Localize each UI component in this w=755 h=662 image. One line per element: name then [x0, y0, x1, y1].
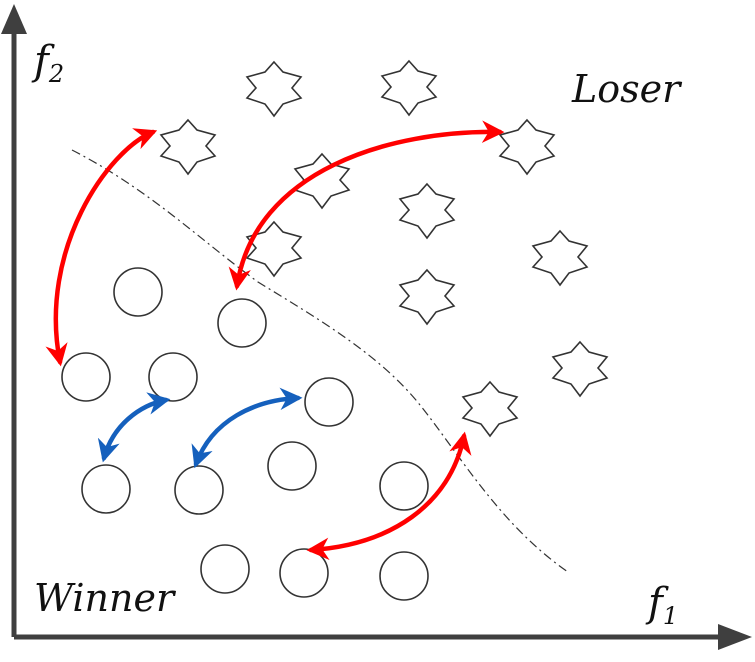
- circle-icon: [279, 548, 329, 598]
- red-double-arrow: [45, 128, 158, 367]
- x-axis-label-subscript: 1: [663, 602, 678, 630]
- circle-icon: [113, 267, 163, 317]
- star-icon: [159, 118, 217, 176]
- y-axis-label-subscript: 2: [48, 60, 64, 88]
- circle-icon: [174, 465, 224, 515]
- star-group: [159, 59, 609, 438]
- y-axis-arrowhead: [1, 4, 27, 34]
- axes: [1, 4, 752, 650]
- star-icon: [380, 59, 438, 117]
- decision-boundary: [71, 149, 569, 573]
- star-icon: [498, 118, 556, 176]
- circle-icon: [81, 464, 131, 514]
- circle-icon: [61, 352, 111, 402]
- y-axis-label: f2: [31, 38, 64, 88]
- star-icon: [551, 340, 609, 398]
- circle-icon: [379, 551, 429, 601]
- red-arrow-group: [45, 120, 505, 561]
- blue-double-arrow: [191, 387, 303, 469]
- blue-arrow-group: [97, 387, 303, 469]
- circle-icon: [267, 441, 317, 491]
- red-double-arrow: [228, 120, 505, 291]
- blue-double-arrow: [97, 392, 171, 463]
- circle-icon: [200, 544, 250, 594]
- star-icon: [461, 380, 519, 438]
- winner-label: Winner: [34, 576, 177, 620]
- star-icon: [398, 182, 456, 240]
- circle-icon: [379, 461, 429, 511]
- circle-icon: [217, 298, 267, 348]
- x-axis-label: f1: [645, 580, 678, 630]
- x-axis-arrowhead: [718, 624, 752, 650]
- loser-label: Loser: [571, 67, 683, 111]
- circle-icon: [304, 377, 354, 427]
- star-icon: [245, 60, 303, 118]
- star-icon: [531, 229, 589, 287]
- circle-icon: [148, 352, 198, 402]
- star-icon: [398, 268, 456, 326]
- red-double-arrow: [306, 431, 472, 561]
